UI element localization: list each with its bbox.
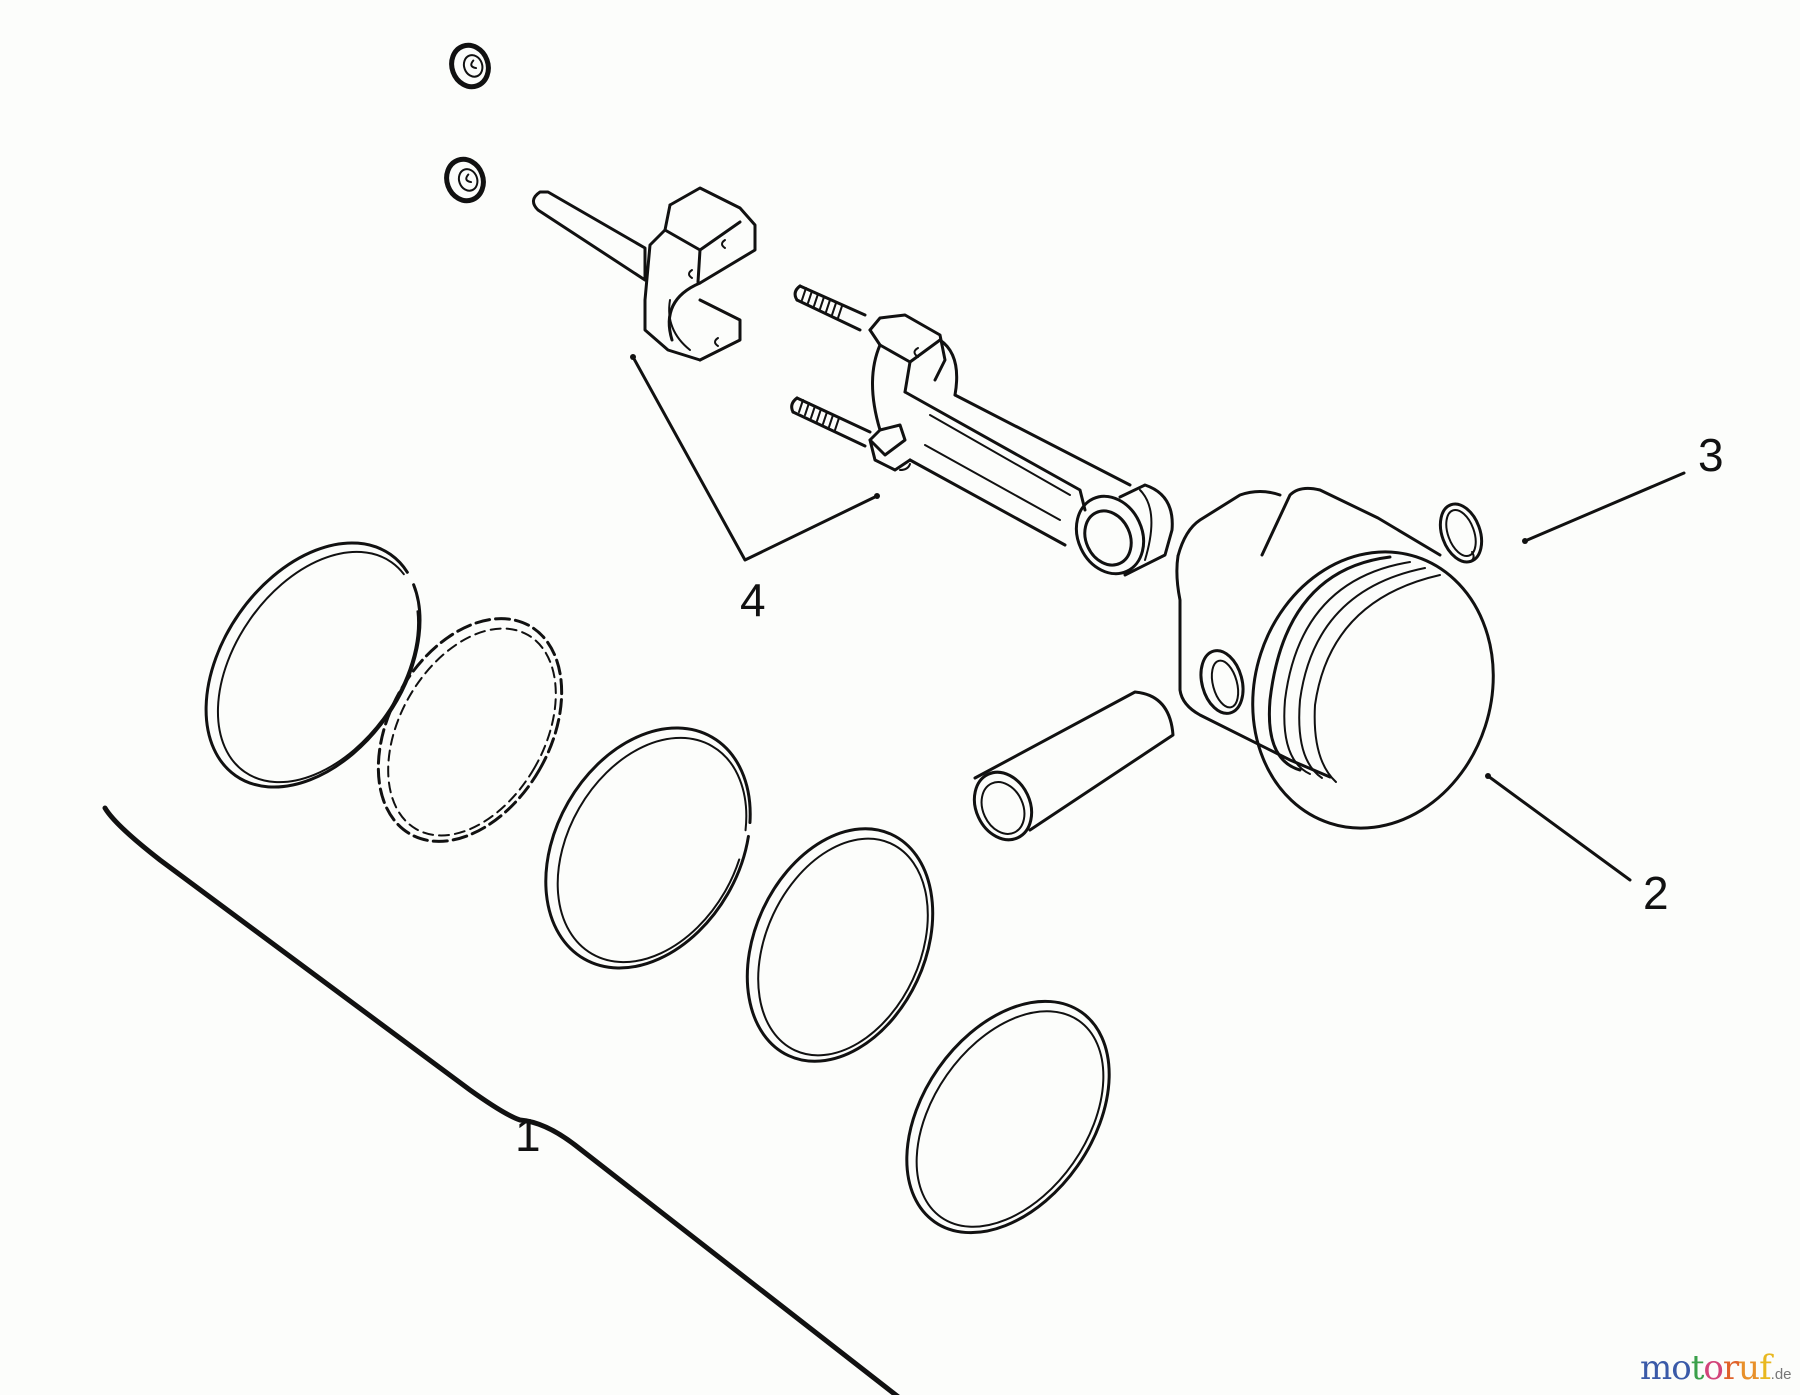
watermark-letter: o [1671,1348,1692,1388]
piston-icon [1175,486,1495,830]
rod-bolt-icon [793,284,867,332]
piston-pin-icon [972,690,1175,842]
piston-ring-icon [745,827,935,1063]
piston-ring-icon [376,617,564,843]
connecting-rod-icon [868,313,1174,577]
watermark-letter: u [1738,1348,1760,1388]
callout-label-1: 1 [515,1109,541,1161]
callout-label-4: 4 [740,574,766,626]
piston-ring-icon [905,999,1111,1235]
rod-cap-icon [532,186,757,362]
callout-4-leader [631,355,879,562]
watermark-letter: t [1690,1348,1705,1388]
callout-3-leader [1523,471,1686,543]
watermark-logo: motoruf.de [1640,1348,1792,1388]
callout-2-leader [1486,774,1632,882]
piston-ring-icon [544,726,752,970]
watermark-letter: m [1640,1348,1672,1388]
watermark-letter: f [1759,1348,1772,1388]
nut-icon [449,42,491,90]
callout-label-3: 3 [1698,429,1724,481]
callout-label-2: 2 [1643,867,1669,919]
watermark-letter: o [1703,1348,1724,1388]
watermark-letter: r [1722,1348,1739,1388]
callout-1-brace [102,805,900,1395]
rod-bolt-icon [790,396,872,448]
retainer-clip-icon [1438,502,1484,564]
nut-icon [444,156,486,204]
watermark-suffix: .de [1770,1366,1792,1383]
